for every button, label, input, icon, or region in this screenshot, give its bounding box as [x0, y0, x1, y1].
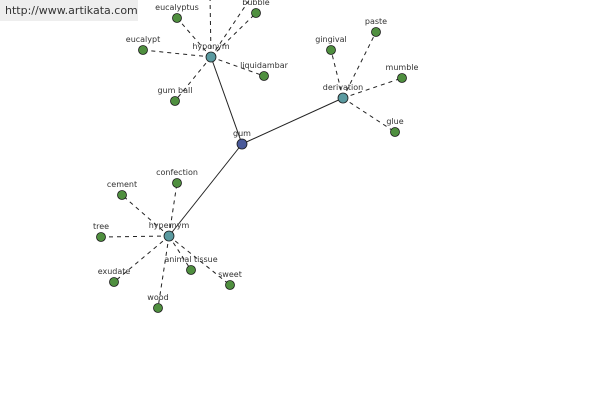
- node-derivation[interactable]: derivation: [323, 83, 363, 104]
- node-animal-tissue[interactable]: animal tissue: [164, 255, 218, 275]
- edge-derivation-mumble: [342, 77, 403, 99]
- node-derivation-dot[interactable]: [337, 92, 349, 104]
- node-gum-ball-dot[interactable]: [170, 96, 180, 106]
- node-gum[interactable]: gum: [233, 129, 251, 150]
- node-sweet-dot[interactable]: [225, 280, 235, 290]
- node-eucalypt-label: eucalypt: [126, 35, 160, 44]
- node-eucalyptus-dot[interactable]: [172, 13, 182, 23]
- edge-derivation-gingival: [330, 49, 344, 99]
- edge-hyponym-bubble: [210, 12, 257, 58]
- edges: [100, 0, 403, 309]
- node-eucalypt-dot[interactable]: [138, 45, 148, 55]
- node-liquidambar-dot[interactable]: [259, 71, 269, 81]
- edge-hypernym-animal-tissue: [168, 235, 192, 271]
- edge-gum-hyponym: [210, 56, 243, 145]
- node-wood[interactable]: wood: [147, 293, 169, 313]
- node-bubble-label: bubble: [242, 0, 270, 7]
- edge-hypernym-cement: [121, 194, 170, 237]
- nodes: eucalyptus bubble eucalypt liquidambar gum b…: [93, 0, 419, 313]
- node-exudate-dot[interactable]: [109, 277, 119, 287]
- node-animal-tissue-dot[interactable]: [186, 265, 196, 275]
- node-liquidambar[interactable]: liquidambar: [240, 61, 289, 81]
- node-glue-dot[interactable]: [390, 127, 400, 137]
- edge-hyponym-liquidambar: [210, 56, 265, 77]
- node-cement[interactable]: cement: [107, 180, 137, 200]
- edge-gum-hypernym: [168, 143, 243, 237]
- node-hypernym[interactable]: hypernym: [149, 221, 190, 242]
- node-glue[interactable]: glue: [386, 117, 404, 137]
- node-eucalyptus-label: eucalyptus: [155, 3, 199, 12]
- node-paste-label: paste: [365, 17, 387, 26]
- node-bubble-dot[interactable]: [251, 8, 261, 18]
- edge-hypernym-exudate: [113, 235, 170, 283]
- edge-hyponym-eucalypt: [142, 49, 212, 58]
- node-exudate[interactable]: exudate: [98, 267, 131, 287]
- edge-hypernym-confection: [168, 182, 178, 237]
- edge-hypernym-tree: [100, 235, 170, 238]
- node-gingival-label: gingival: [315, 35, 347, 44]
- node-liquidambar-label: liquidambar: [240, 61, 289, 70]
- node-hyponym-dot[interactable]: [205, 51, 217, 63]
- node-wood-dot[interactable]: [153, 303, 163, 313]
- node-gum-ball[interactable]: gum ball: [158, 86, 193, 106]
- node-hyponym-label: hyponym: [192, 42, 230, 51]
- node-sweet[interactable]: sweet: [218, 270, 242, 290]
- node-derivation-label: derivation: [323, 83, 363, 92]
- node-mumble[interactable]: mumble: [386, 63, 419, 83]
- edge-hypernym-sweet: [168, 235, 231, 286]
- node-sweet-label: sweet: [218, 270, 242, 279]
- node-tree[interactable]: tree: [93, 222, 109, 242]
- edge-hyponym-gum-ball: [174, 56, 212, 102]
- node-mumble-label: mumble: [386, 63, 419, 72]
- node-hypernym-label: hypernym: [149, 221, 190, 230]
- node-animal-tissue-label: animal tissue: [164, 255, 217, 264]
- node-confection-dot[interactable]: [172, 178, 182, 188]
- edge-hyponym-offscreen-1: [210, 0, 250, 58]
- node-eucalyptus[interactable]: eucalyptus: [155, 3, 199, 23]
- edge-hyponym-offscreen-0: [209, 0, 212, 58]
- node-eucalypt[interactable]: eucalypt: [126, 35, 160, 55]
- node-gum-ball-label: gum ball: [158, 86, 193, 95]
- node-mumble-dot[interactable]: [397, 73, 407, 83]
- node-glue-label: glue: [386, 117, 403, 126]
- node-cement-label: cement: [107, 180, 137, 189]
- edge-gum-derivation: [241, 97, 344, 145]
- node-wood-label: wood: [147, 293, 168, 302]
- node-cement-dot[interactable]: [117, 190, 127, 200]
- node-confection-label: confection: [156, 168, 198, 177]
- node-bubble[interactable]: bubble: [242, 0, 270, 18]
- node-gum-dot[interactable]: [236, 138, 248, 150]
- edge-derivation-glue: [342, 97, 396, 133]
- node-gingival[interactable]: gingival: [315, 35, 347, 55]
- node-gum-label: gum: [233, 129, 251, 138]
- node-confection[interactable]: confection: [156, 168, 198, 188]
- node-hyponym[interactable]: hyponym: [192, 42, 230, 63]
- node-paste-dot[interactable]: [371, 27, 381, 37]
- artikata-link[interactable]: http://www.artikata.com: [0, 0, 138, 21]
- node-tree-label: tree: [93, 222, 109, 231]
- edge-hyponym-eucalyptus: [176, 17, 212, 58]
- node-paste[interactable]: paste: [365, 17, 387, 37]
- node-tree-dot[interactable]: [96, 232, 106, 242]
- node-gingival-dot[interactable]: [326, 45, 336, 55]
- node-exudate-label: exudate: [98, 267, 131, 276]
- node-hypernym-dot[interactable]: [163, 230, 175, 242]
